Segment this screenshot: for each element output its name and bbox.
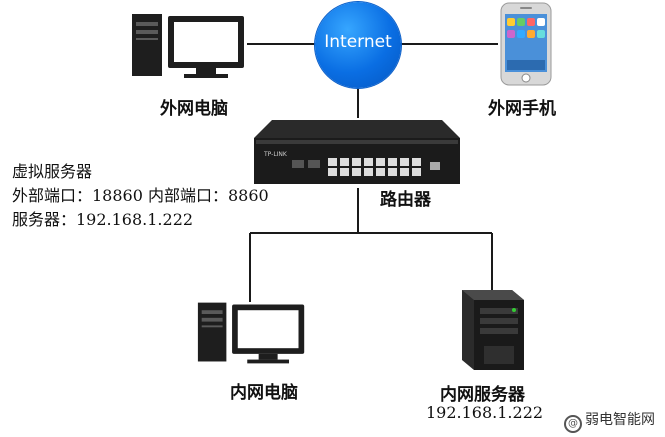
internet-globe: Internet [315,2,401,88]
internal-server-label: 内网服务器 [440,385,525,405]
virtual-server-ports: 外部端口：18860 内部端口：8860 [12,186,269,205]
virtual-server-address: 服务器：192.168.1.222 [12,210,194,229]
internal-pc-icon [197,302,305,364]
router-brand: TP-LINK [263,151,288,158]
server-icon [462,290,524,370]
at-icon: @ [564,415,582,433]
internet-label: Internet [324,32,392,52]
watermark: @弱电智能网 [564,409,655,433]
external-phone-icon [500,2,552,86]
external-phone-label: 外网手机 [488,99,556,119]
virtual-server-title: 虚拟服务器 [12,162,93,181]
external-pc-icon [132,14,244,78]
watermark-text: 弱电智能网 [585,412,655,428]
external-pc-label: 外网电脑 [160,99,228,119]
internal-server-ip: 192.168.1.222 [426,403,544,422]
router-icon: TP-LINK [254,120,460,184]
router-label: 路由器 [380,190,431,210]
internal-pc-label: 内网电脑 [230,383,298,403]
